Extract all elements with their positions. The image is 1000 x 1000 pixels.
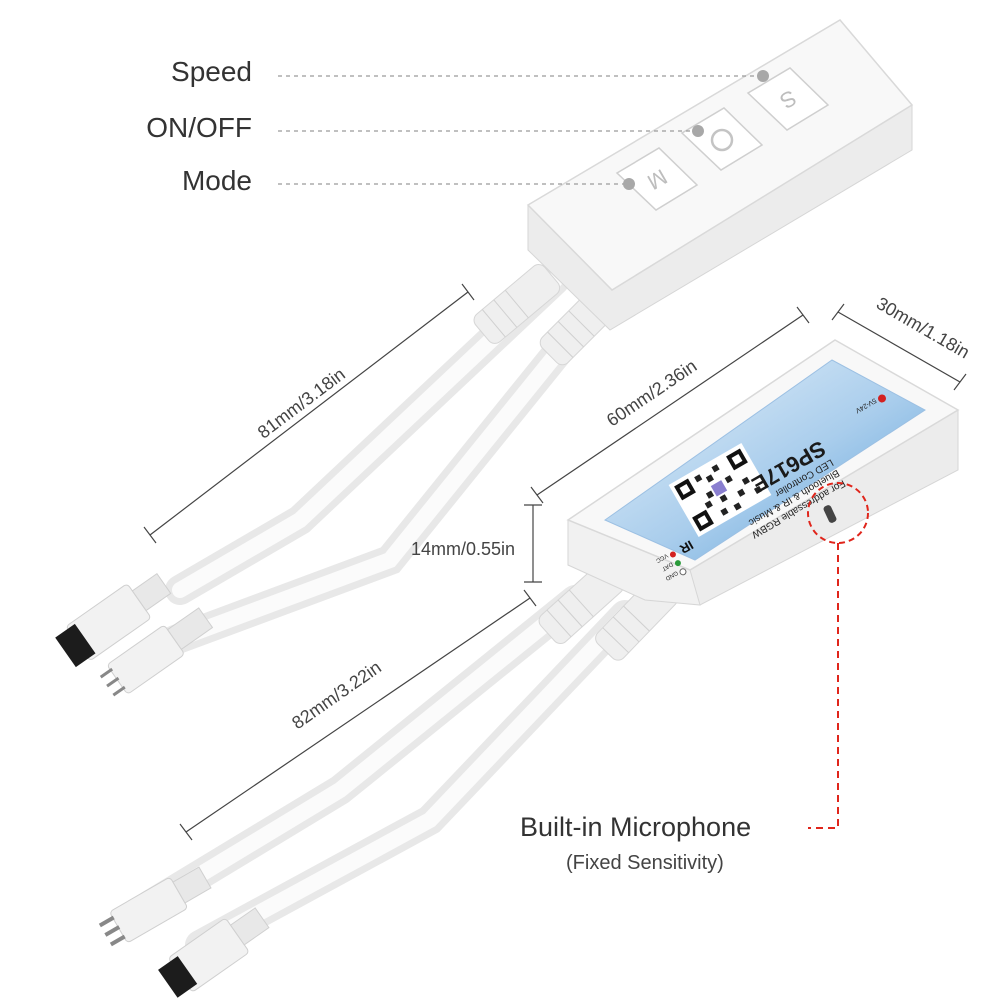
onoff-leader-dot	[692, 125, 704, 137]
mode-label: Mode	[181, 165, 252, 196]
dim-30-label: 30mm/1.18in	[873, 293, 973, 362]
microphone-callout-circle	[807, 482, 869, 544]
onoff-label: ON/OFF	[146, 112, 252, 143]
speed-label: Speed	[171, 56, 252, 87]
qr-code	[668, 443, 772, 537]
onoff-button[interactable]	[680, 107, 764, 171]
upper-connector-black	[55, 573, 172, 668]
pin-vcc: VCC	[654, 552, 669, 564]
dim-60-line	[536, 314, 804, 496]
pin-dat-dot	[674, 560, 681, 567]
dim-60-label: 60mm/2.36in	[603, 356, 700, 431]
upper-cable-left-hl	[172, 272, 563, 598]
upper-cable-right-hl	[167, 292, 608, 648]
upper-strain-relief-left	[473, 264, 561, 344]
dim-30-line	[837, 311, 961, 383]
speed-leader-dot	[757, 70, 769, 82]
lower-cable-right	[185, 600, 640, 960]
microphone-subtitle: (Fixed Sensitivity)	[566, 852, 724, 874]
dim-82-label: 82mm/3.22in	[288, 657, 385, 733]
microphone-callout-leader	[808, 543, 839, 829]
upper-connector-pins	[99, 607, 214, 697]
mode-leader-dot	[623, 178, 635, 190]
microphone-hole	[823, 505, 837, 523]
microphone-callout	[807, 482, 869, 829]
lower-cable-right-hl	[192, 607, 633, 953]
pin-vcc-dot	[669, 551, 676, 558]
pin-dat: DAT	[660, 560, 673, 571]
dim-82-line	[185, 597, 531, 833]
dimension-lines	[143, 283, 967, 841]
power-icon	[710, 128, 734, 152]
lower-connector-black	[158, 907, 270, 998]
upper-controller: S M	[55, 19, 914, 697]
microphone-title: Built-in Microphone	[520, 812, 752, 842]
dim-81-line	[149, 291, 469, 536]
dim-81-label: 81mm/3.18in	[254, 364, 349, 443]
dim-14-label: 14mm/0.55in	[411, 539, 515, 559]
pin-gnd-dot	[679, 568, 687, 576]
lower-cable-left-hl	[142, 592, 583, 913]
lower-controller: SP617E LED Controller Bluetooth & IR & M…	[98, 339, 960, 998]
mode-button[interactable]: M	[615, 147, 699, 211]
upper-cable-right	[160, 285, 615, 655]
lower-connector-pins	[98, 866, 212, 947]
speed-button[interactable]: S	[746, 67, 830, 131]
